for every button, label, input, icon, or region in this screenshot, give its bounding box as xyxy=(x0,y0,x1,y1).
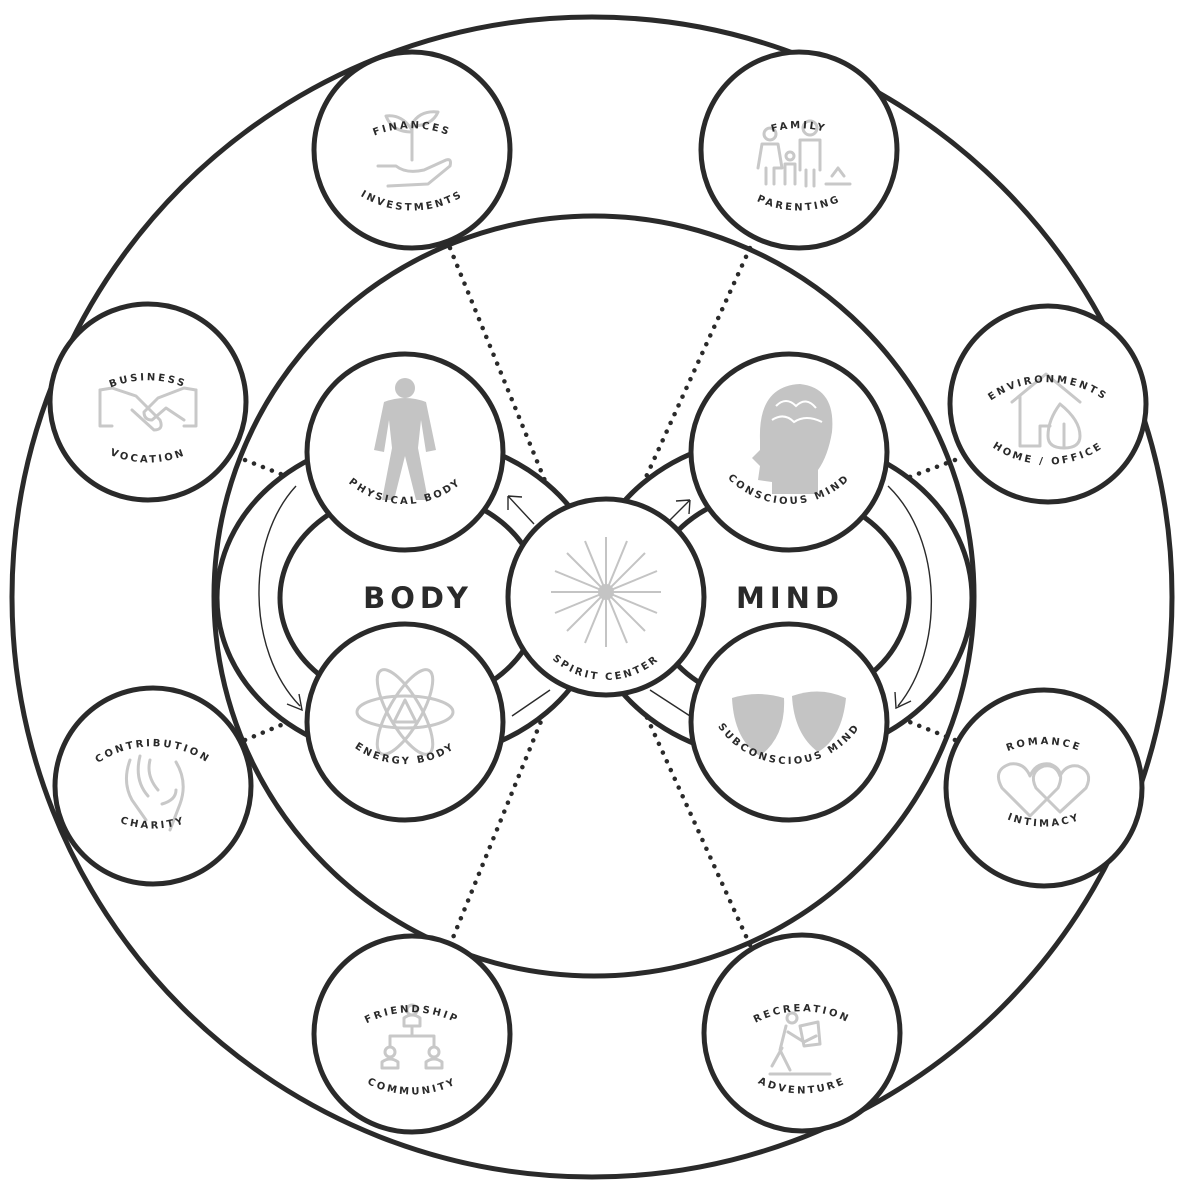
conscious-mind-node[interactable]: CONSCIOUS MIND xyxy=(691,354,887,550)
finances-node[interactable]: FINANCES INVESTMENTS xyxy=(314,52,510,248)
business-node[interactable]: BUSINESS VOCATION xyxy=(50,304,246,500)
body-title: BODY xyxy=(363,581,473,615)
romance-node[interactable]: ROMANCE INTIMACY xyxy=(946,690,1142,886)
mind-title: MIND xyxy=(736,581,844,615)
environments-node[interactable]: ENVIRONMENTS HOME / OFFICE xyxy=(950,306,1146,502)
physical-body-node[interactable]: PHYSICAL BODY xyxy=(307,354,503,550)
spirit-center-node[interactable]: SPIRIT CENTER xyxy=(508,499,704,695)
family-node[interactable]: FAMILY PARENTING xyxy=(701,52,897,248)
starburst-icon xyxy=(551,537,661,647)
subconscious-mind-node[interactable]: SUBCONSCIOUS MIND xyxy=(691,624,887,820)
energy-body-node[interactable]: ENERGY BODY xyxy=(307,624,503,820)
recreation-node[interactable]: RECREATION ADVENTURE xyxy=(704,935,900,1131)
friendship-node[interactable]: FRIENDSHIP COMMUNITY xyxy=(314,936,510,1132)
contribution-node[interactable]: CONTRIBUTION CHARITY xyxy=(55,688,251,884)
